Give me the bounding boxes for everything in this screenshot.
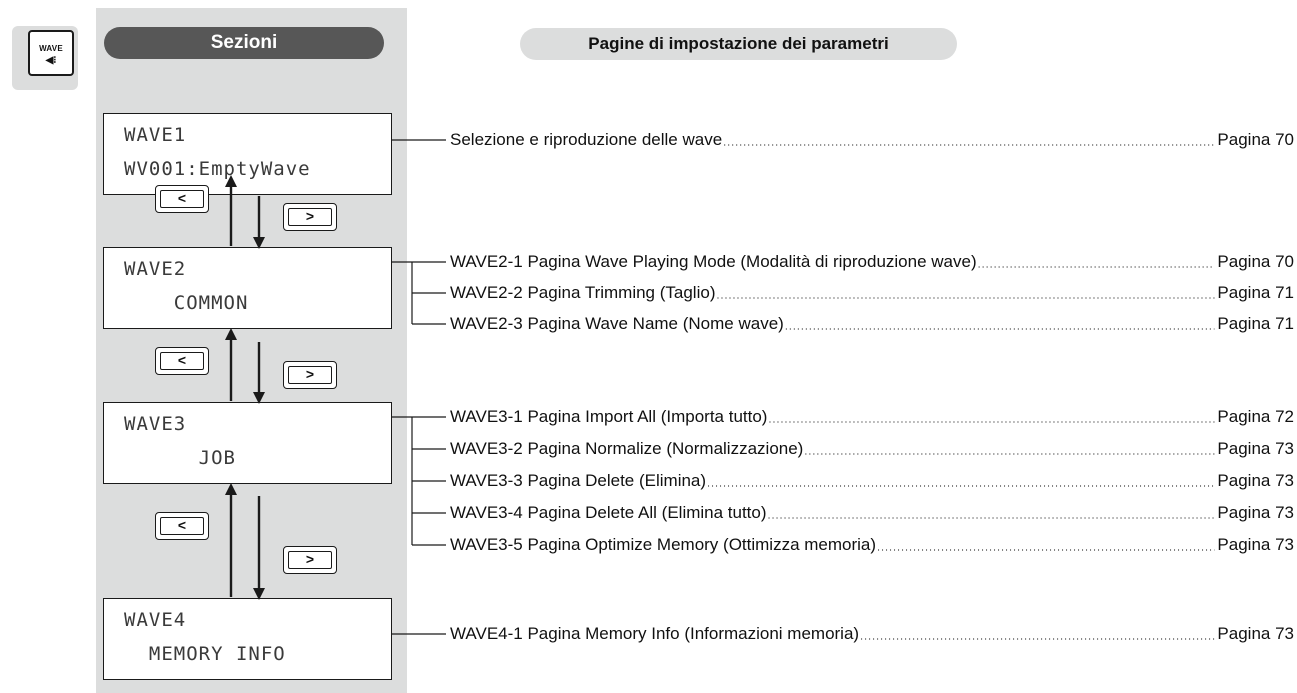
entry-label: WAVE3-3 Pagina Delete (Elimina) xyxy=(450,471,707,490)
lcd-line1: WAVE1 xyxy=(124,124,187,146)
section-forward-label: > xyxy=(288,208,332,226)
section-forward-button[interactable]: > xyxy=(283,361,337,389)
section-forward-label: > xyxy=(288,366,332,384)
wave-button-label: WAVE xyxy=(39,44,63,53)
sections-title: Sezioni xyxy=(104,27,384,59)
lcd-screen-wave3: WAVE3 JOB xyxy=(103,402,392,484)
section-back-label: < xyxy=(160,190,204,208)
lcd-screen-wave1: WAVE1 WV001:EmptyWave xyxy=(103,113,392,195)
entry-page: Pagina 73 xyxy=(1217,624,1294,643)
section-back-button[interactable]: < xyxy=(155,347,209,375)
section-back-label: < xyxy=(160,517,204,535)
section-back-button[interactable]: < xyxy=(155,512,209,540)
entry-page: Pagina 71 xyxy=(1217,283,1294,302)
wave-button[interactable]: WAVE ◀⁝ xyxy=(28,30,74,76)
lcd-line2: COMMON xyxy=(124,292,249,314)
entry-page: Pagina 72 xyxy=(1217,407,1294,426)
entry-label: WAVE3-2 Pagina Normalize (Normalizzazion… xyxy=(450,439,804,458)
entry-label: WAVE3-5 Pagina Optimize Memory (Ottimizz… xyxy=(450,535,877,554)
lcd-line2: WV001:EmptyWave xyxy=(124,158,311,180)
speaker-icon: ◀⁝ xyxy=(45,55,57,66)
entry-page: Pagina 73 xyxy=(1217,535,1294,554)
section-forward-label: > xyxy=(288,551,332,569)
entry-label: WAVE3-4 Pagina Delete All (Elimina tutto… xyxy=(450,503,767,522)
lcd-line1: WAVE3 xyxy=(124,413,187,435)
entry-label: WAVE2-2 Pagina Trimming (Taglio) xyxy=(450,283,716,302)
lcd-line2: JOB xyxy=(124,447,236,469)
section-back-label: < xyxy=(160,352,204,370)
entry-page: Pagina 70 xyxy=(1217,130,1294,149)
params-title: Pagine di impostazione dei parametri xyxy=(520,28,957,60)
lcd-line1: WAVE2 xyxy=(124,258,187,280)
entry-page: Pagina 71 xyxy=(1217,314,1294,333)
lcd-screen-wave2: WAVE2 COMMON xyxy=(103,247,392,329)
section-back-button[interactable]: < xyxy=(155,185,209,213)
entry-page: Pagina 73 xyxy=(1217,503,1294,522)
entry-label: WAVE2-1 Pagina Wave Playing Mode (Modali… xyxy=(450,252,977,271)
entry-page: Pagina 70 xyxy=(1217,252,1294,271)
section-forward-button[interactable]: > xyxy=(283,203,337,231)
section-forward-button[interactable]: > xyxy=(283,546,337,574)
lcd-screen-wave4: WAVE4 MEMORY INFO xyxy=(103,598,392,680)
entry-label: WAVE4-1 Pagina Memory Info (Informazioni… xyxy=(450,624,860,643)
lcd-line2: MEMORY INFO xyxy=(124,643,286,665)
entry-page: Pagina 73 xyxy=(1217,439,1294,458)
entry-label: Selezione e riproduzione delle wave xyxy=(450,130,723,149)
entry-label: WAVE2-3 Pagina Wave Name (Nome wave) xyxy=(450,314,784,333)
entry-page: Pagina 73 xyxy=(1217,471,1294,490)
entry-label: WAVE3-1 Pagina Import All (Importa tutto… xyxy=(450,407,768,426)
lcd-line1: WAVE4 xyxy=(124,609,187,631)
